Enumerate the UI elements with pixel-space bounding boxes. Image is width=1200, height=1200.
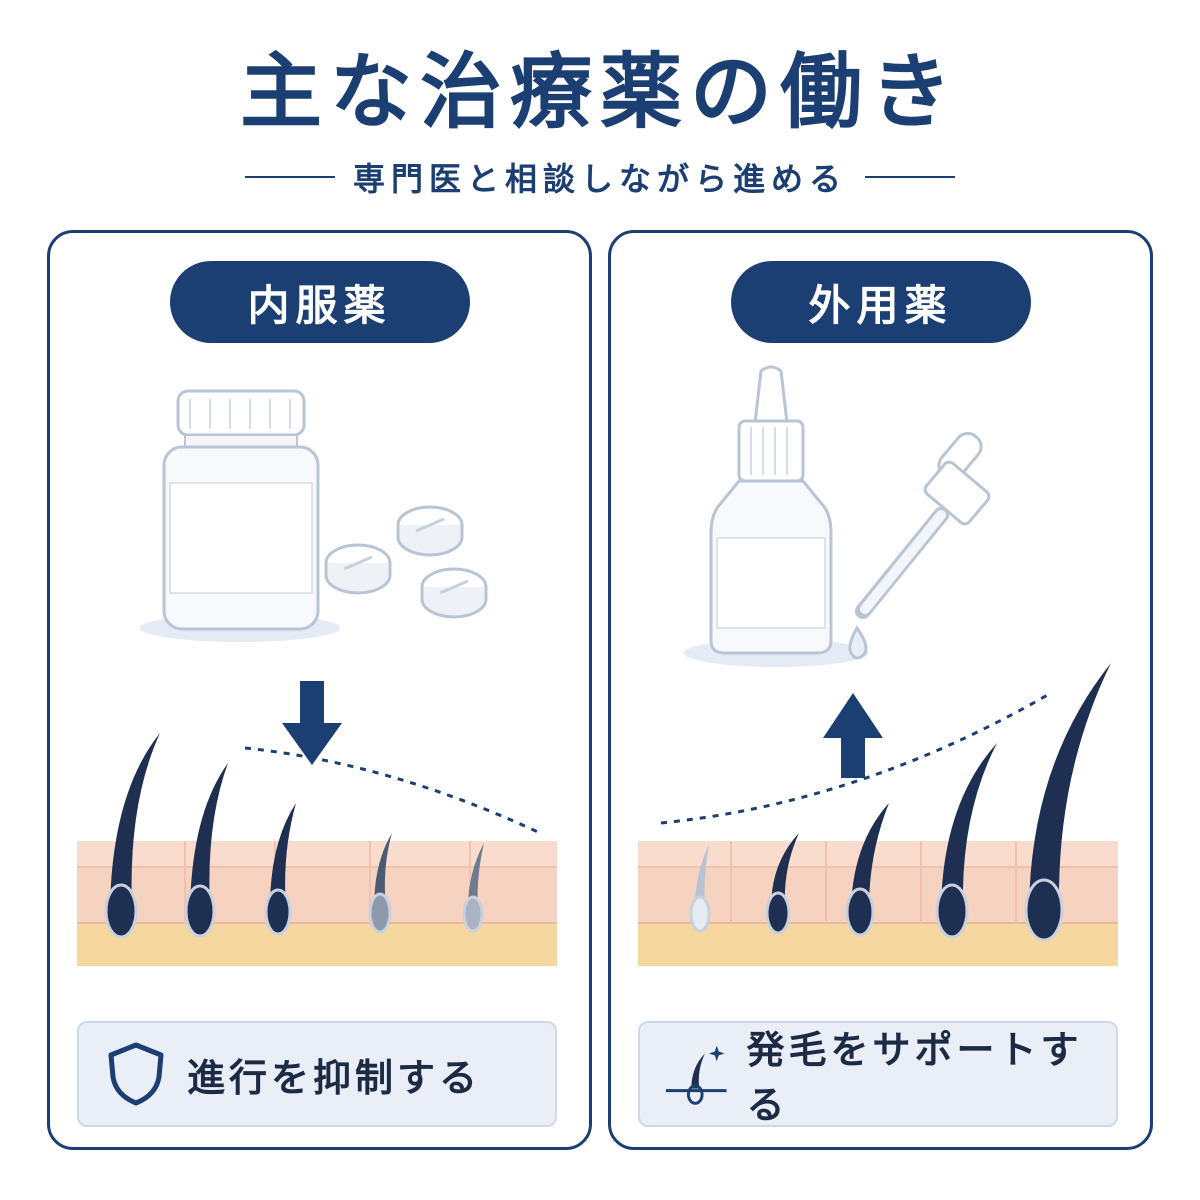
page-subtitle: 専門医と相談しながら進める bbox=[352, 160, 847, 198]
decline-dotted-line bbox=[244, 746, 541, 835]
arrow-down-icon bbox=[282, 681, 342, 765]
topical-medicine-panel: 外用薬 bbox=[608, 230, 1153, 1150]
topical-medicine-result-text: 発毛をサポートする bbox=[746, 1028, 1083, 1127]
topical-medicine-result: 発毛をサポートする bbox=[638, 1021, 1118, 1127]
oral-medicine-result: 進行を抑制する bbox=[77, 1021, 557, 1127]
subtitle-row: 専門医と相談しながら進める bbox=[0, 152, 1200, 202]
arrow-up-icon bbox=[823, 693, 883, 778]
topical-medicine-illustration bbox=[638, 365, 1118, 966]
hair-growth-icon bbox=[665, 1045, 727, 1105]
oral-medicine-result-text: 進行を抑制する bbox=[187, 1055, 482, 1100]
subtitle-line-left bbox=[244, 176, 335, 178]
tablets-icon bbox=[324, 505, 488, 619]
topical-medicine-label: 外用薬 bbox=[730, 261, 1031, 343]
dropper-bottle-icon bbox=[709, 365, 833, 655]
growth-dotted-line bbox=[660, 691, 1052, 825]
shield-icon bbox=[108, 1042, 164, 1106]
hair-follicles bbox=[689, 663, 1111, 942]
pill-bottle-icon bbox=[162, 389, 320, 631]
subtitle-line-right bbox=[865, 176, 955, 178]
skin-cross-section bbox=[77, 841, 557, 966]
dropper-icon bbox=[848, 431, 991, 660]
oral-medicine-illustration bbox=[77, 389, 557, 966]
page-title: 主な治療薬の働き bbox=[239, 45, 960, 140]
hair-follicles bbox=[104, 733, 484, 939]
oral-medicine-panel: 内服薬 bbox=[47, 230, 592, 1150]
oral-medicine-label: 内服薬 bbox=[169, 261, 470, 343]
